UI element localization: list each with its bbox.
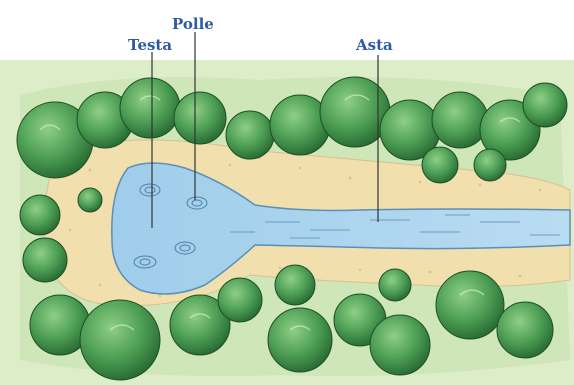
- tree-canopy-icon: [275, 265, 315, 305]
- tree-canopy-icon: [80, 300, 160, 380]
- pools-label: Polle: [172, 15, 214, 33]
- tree-canopy-icon: [78, 188, 102, 212]
- tree-canopy-icon: [218, 278, 262, 322]
- tree-canopy-icon: [23, 238, 67, 282]
- tree-canopy-icon: [523, 83, 567, 127]
- tree-canopy-icon: [474, 149, 506, 181]
- tree-canopy-icon: [174, 92, 226, 144]
- tree-canopy-icon: [226, 111, 274, 159]
- tree-canopy-icon: [422, 147, 458, 183]
- head-label: Testa: [128, 36, 172, 54]
- tree-canopy-icon: [436, 271, 504, 339]
- shaft-label: Asta: [355, 36, 393, 54]
- tree-canopy-icon: [320, 77, 390, 147]
- tree-canopy-icon: [370, 315, 430, 375]
- tree-canopy-icon: [20, 195, 60, 235]
- tree-canopy-icon: [268, 308, 332, 372]
- tree-canopy-icon: [379, 269, 411, 301]
- tree-canopy-icon: [120, 78, 180, 138]
- tree-canopy-icon: [432, 92, 488, 148]
- tree-canopy-icon: [497, 302, 553, 358]
